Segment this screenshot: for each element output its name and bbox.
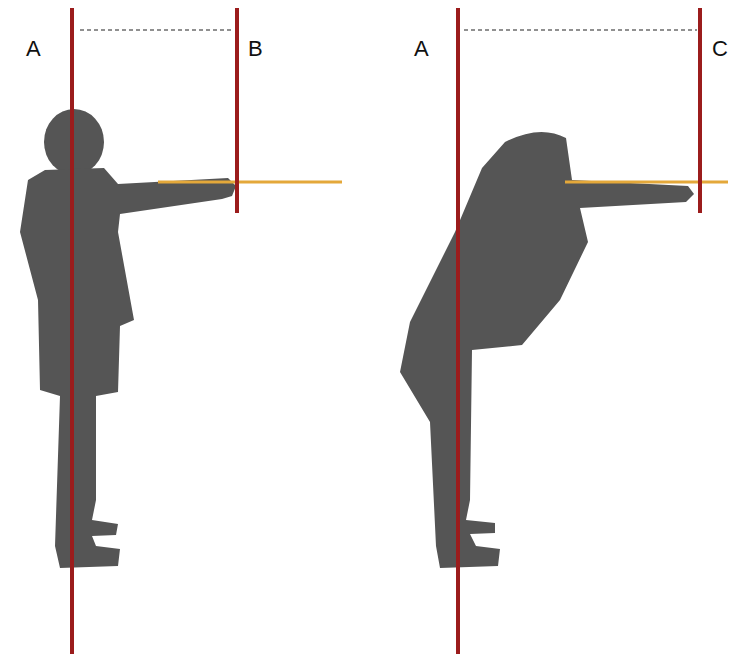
reference-line <box>235 8 239 213</box>
body <box>400 132 694 568</box>
yardstick <box>565 181 728 184</box>
dashed-line <box>80 29 234 30</box>
standing-figure <box>20 109 236 568</box>
reference-line <box>698 8 702 213</box>
body <box>20 168 236 568</box>
yardstick <box>158 181 342 184</box>
reference-line <box>70 8 74 654</box>
leaning-figure <box>400 132 694 568</box>
reference-line <box>456 8 460 654</box>
dashed-line <box>464 29 697 30</box>
point-letter: C <box>712 38 728 60</box>
point-letter: A <box>414 38 429 60</box>
point-letter: B <box>248 38 263 60</box>
point-letter: A <box>26 38 41 60</box>
